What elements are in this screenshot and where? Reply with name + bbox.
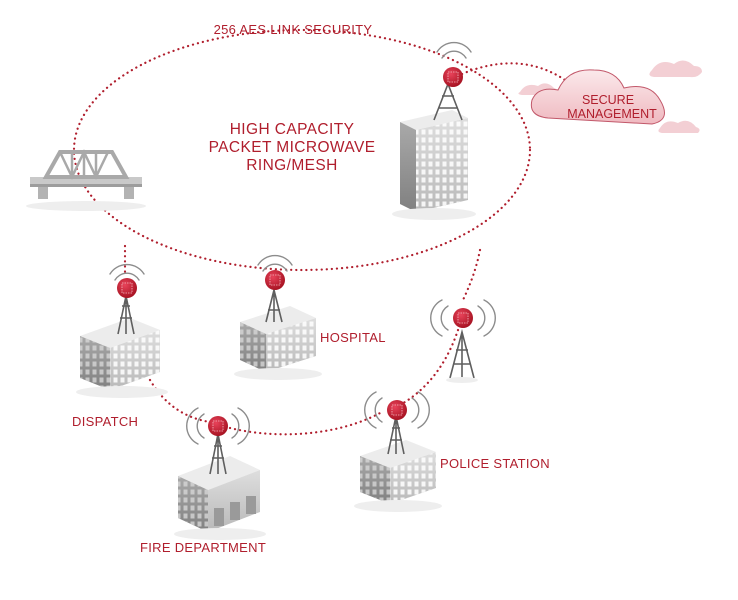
hospital-building-icon	[234, 289, 322, 380]
radio-unit-icon	[387, 400, 407, 420]
radio-unit-icon	[265, 270, 285, 290]
link-ring-police-tower	[461, 248, 482, 302]
ring-label-line2: PACKET MICROWAVE	[209, 139, 376, 156]
radio-unit-icon	[453, 308, 473, 328]
radio-unit-icon	[443, 67, 463, 87]
network-links	[72, 28, 567, 436]
police-station-label: POLICE STATION	[440, 456, 550, 471]
link-to-secure-management	[460, 62, 567, 82]
cloud-label-line2: MANAGEMENT	[567, 107, 657, 121]
ring-label-line3: RING/MESH	[246, 157, 337, 174]
dispatch-building-icon	[76, 295, 168, 398]
microwave-ring-link	[72, 28, 532, 272]
police-station-building-icon	[354, 415, 442, 512]
radio-unit-icon	[208, 416, 228, 436]
link-fire-police	[228, 410, 384, 436]
link-security-label: 256 AES LINK SECURITY	[214, 22, 373, 37]
hospital-label: HOSPITAL	[320, 330, 386, 345]
ring-label-line1: HIGH CAPACITY	[230, 121, 355, 138]
fire-department-label: FIRE DEPARTMENT	[140, 540, 266, 555]
dispatch-label: DISPATCH	[72, 414, 138, 429]
cloud-icon: SECURE MANAGEMENT	[518, 60, 702, 133]
radio-units	[117, 67, 473, 436]
link-police-tower-police-station	[398, 328, 460, 407]
tower-icon	[446, 328, 478, 383]
cloud-label-line1: SECURE	[582, 93, 634, 107]
radio-unit-icon	[117, 278, 137, 298]
signal-waves-icon	[109, 41, 496, 445]
bridge-icon	[26, 149, 146, 211]
fire-department-building-icon	[174, 433, 266, 540]
highrise-building-icon	[392, 81, 476, 220]
